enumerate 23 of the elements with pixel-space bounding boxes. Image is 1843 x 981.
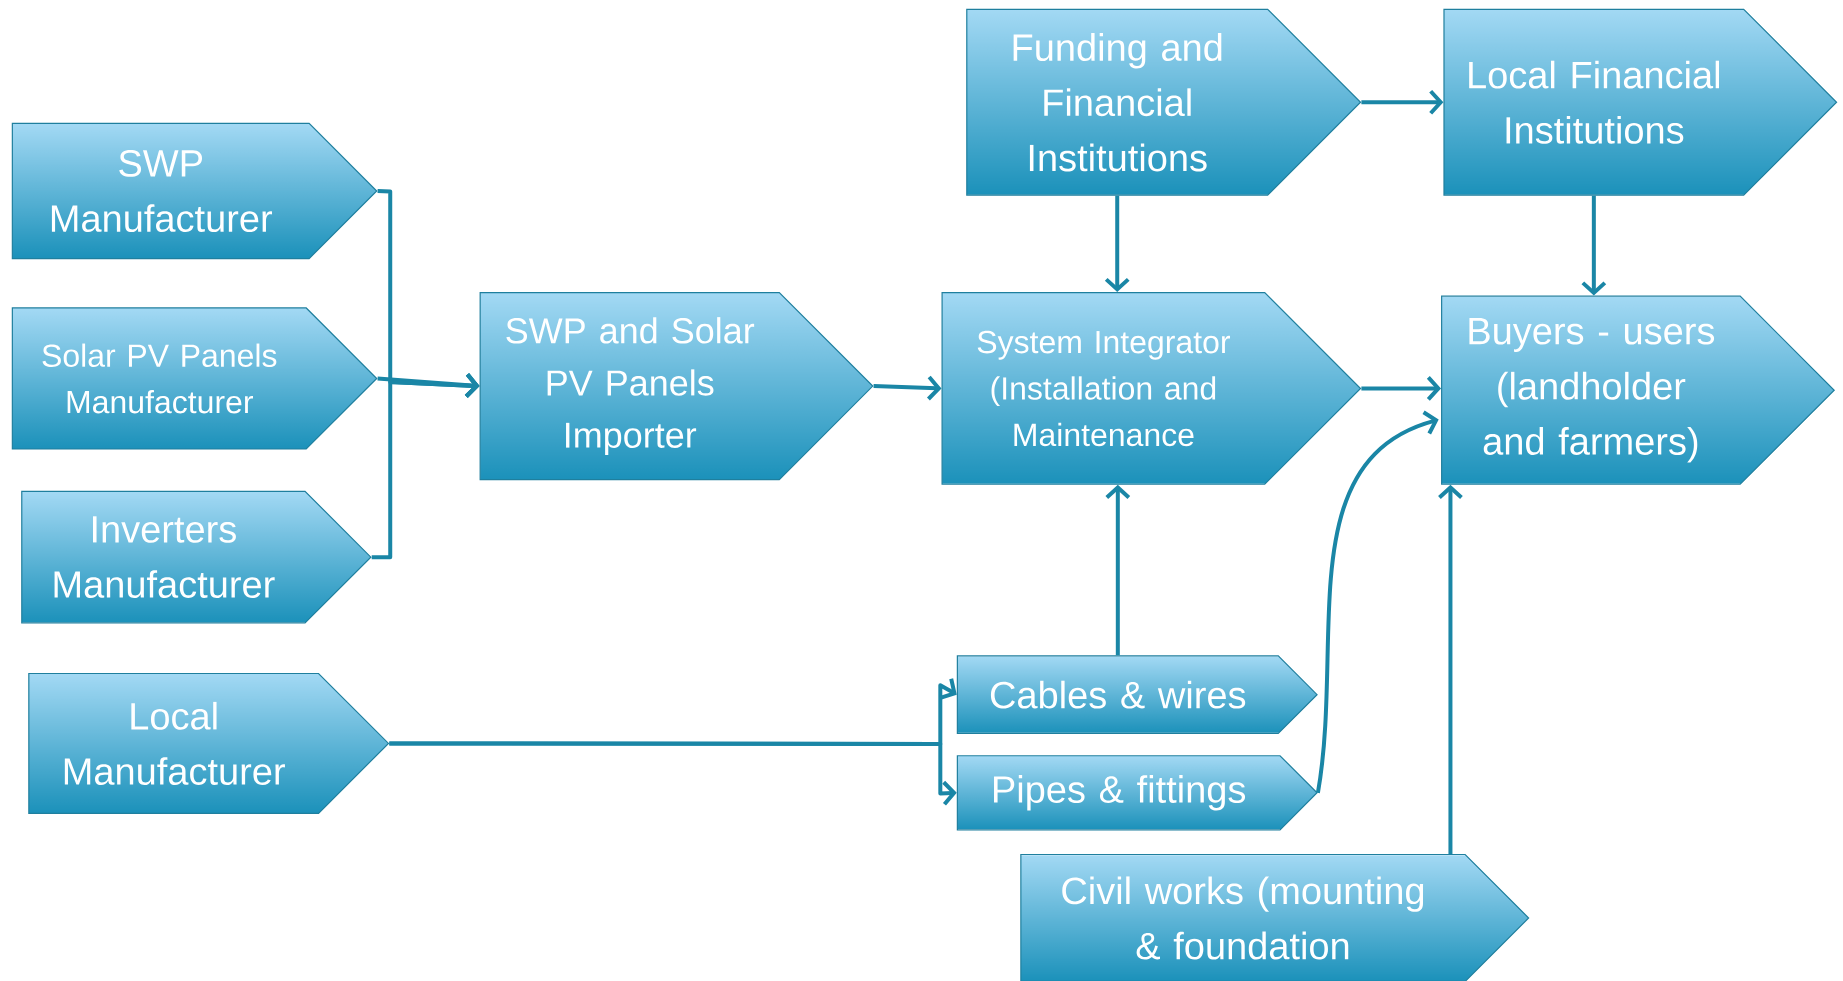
- arrow: [1104, 195, 1130, 292]
- arrow: [873, 375, 942, 401]
- process-arrow-box: Funding and Financial Institutions: [966, 8, 1362, 196]
- process-arrow-box: Civil works (mounting & foundation: [1020, 853, 1530, 981]
- process-arrow-box: SWP and Solar PV Panels Importer: [479, 291, 874, 480]
- arrow: [1105, 484, 1131, 656]
- arrow: [1438, 484, 1463, 854]
- arrow: [1581, 195, 1607, 296]
- process-arrow-box: Local Financial Institutions: [1443, 8, 1838, 196]
- process-arrow-box: Buyers - users (landholder and farmers): [1441, 295, 1836, 485]
- process-arrow-box: System Integrator (Installation and Maintenance: [941, 291, 1362, 485]
- arrow: [1361, 375, 1442, 401]
- process-arrow-box: SWP Manufacturer: [11, 122, 378, 259]
- arrow: [389, 741, 957, 806]
- arrow: [377, 372, 480, 398]
- arrow: [1315, 410, 1439, 793]
- process-arrow-box: Pipes & fittings: [956, 754, 1318, 831]
- process-arrow-box: Inverters Manufacturer: [21, 490, 372, 624]
- process-arrow-box: Local Manufacturer: [28, 672, 390, 814]
- process-arrow-box: Cables & wires: [956, 655, 1318, 734]
- arrow: [371, 373, 480, 559]
- arrow: [1361, 89, 1444, 115]
- process-arrow-box: Solar PV Panels Manufacturer: [11, 307, 378, 450]
